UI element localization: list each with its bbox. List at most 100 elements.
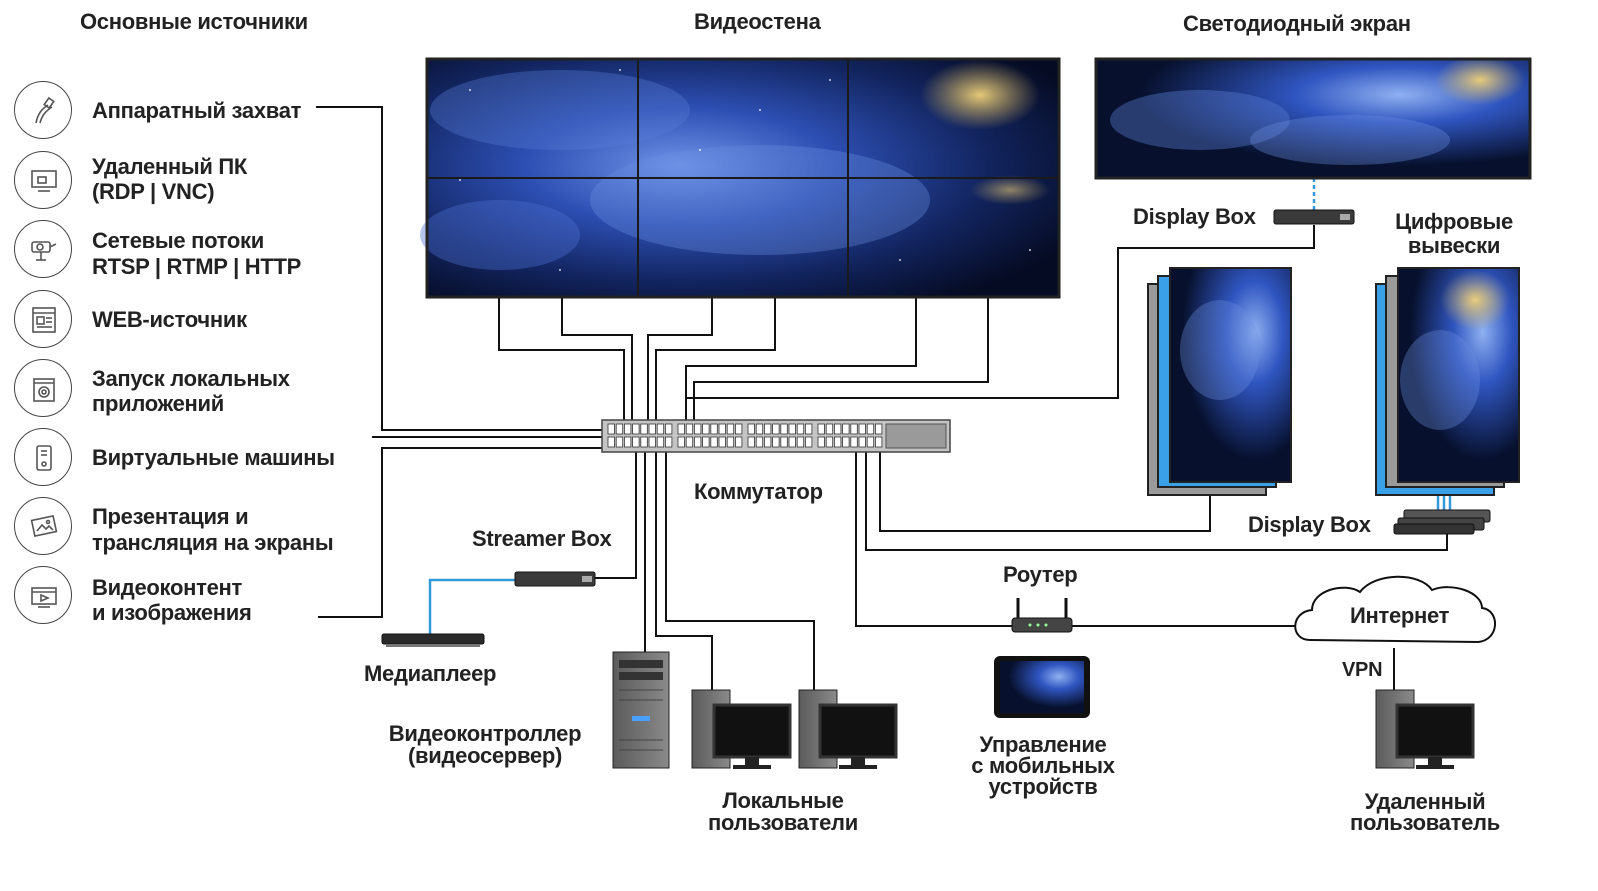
switch-port xyxy=(780,436,788,448)
led-screen xyxy=(1094,55,1532,180)
mobile-control-label-1: Управление xyxy=(979,732,1107,757)
remote-user-label-2: пользователь xyxy=(1350,810,1500,835)
camera-icon xyxy=(14,220,72,278)
switch-port xyxy=(850,436,858,448)
switch-port xyxy=(677,423,685,435)
switch-port xyxy=(615,423,624,435)
switch-port xyxy=(640,436,648,448)
switch-port xyxy=(632,423,640,435)
heading-sources: Основные источники xyxy=(80,9,308,34)
blue-links xyxy=(428,178,1452,636)
switch-port xyxy=(764,436,772,448)
video-controller-label-2: (видеосервер) xyxy=(408,743,562,768)
switch-port xyxy=(842,423,850,435)
switch-port xyxy=(648,423,656,435)
source-label-1: Аппаратный захват xyxy=(92,98,302,123)
switch-port xyxy=(858,436,866,448)
source-label-3b: RTSP | RTMP | HTTP xyxy=(92,254,302,279)
switch-port xyxy=(677,436,685,448)
wires xyxy=(316,106,1448,690)
switch-port xyxy=(694,436,702,448)
switch-port xyxy=(866,436,875,448)
switch-port xyxy=(780,423,788,435)
video-image-icon xyxy=(14,566,72,624)
video-wall xyxy=(420,57,1061,299)
switch-port xyxy=(842,436,850,448)
switch-port xyxy=(817,423,825,435)
switch-port xyxy=(850,423,858,435)
switch-port xyxy=(624,436,632,448)
switch-port xyxy=(772,436,780,448)
switch-port xyxy=(834,423,842,435)
display-box-top-device xyxy=(1273,209,1355,225)
cable-icon xyxy=(14,81,72,139)
switch-port xyxy=(685,436,694,448)
mobile-control-label-3: устройств xyxy=(988,774,1098,799)
switch-port xyxy=(694,423,702,435)
source-label-8a: Видеоконтент xyxy=(92,575,242,600)
switch-port xyxy=(764,423,772,435)
internet-label: Интернет xyxy=(1350,603,1450,628)
switch-port xyxy=(702,436,710,448)
source-label-8b: и изображения xyxy=(92,600,252,625)
switch-port xyxy=(825,436,834,448)
vm-icon xyxy=(14,428,72,486)
streamer-box-device xyxy=(514,571,596,587)
local-users-label-1: Локальные xyxy=(722,788,844,813)
switch-port xyxy=(607,436,615,448)
switch-port xyxy=(718,423,726,435)
switch-port xyxy=(875,436,883,448)
switch-port xyxy=(772,423,780,435)
remote-user-pc xyxy=(1375,689,1475,769)
app-gear-icon xyxy=(14,359,72,417)
source-label-7b: трансляция на экраны xyxy=(92,530,334,555)
video-controller-server xyxy=(612,651,670,769)
switch-port xyxy=(825,423,834,435)
switch-port xyxy=(718,436,726,448)
network-switch xyxy=(601,419,951,453)
switch-port xyxy=(607,423,615,435)
switch-port xyxy=(656,436,665,448)
switch-port xyxy=(632,436,640,448)
switch-port xyxy=(796,436,805,448)
source-label-5b: приложений xyxy=(92,391,224,416)
digital-signage-label-2: вывески xyxy=(1407,233,1501,258)
switch-port xyxy=(788,436,796,448)
remote-user-label-1: Удаленный xyxy=(1364,789,1486,814)
router-device xyxy=(1011,598,1073,633)
local-users-label-2: пользователи xyxy=(708,810,858,835)
switch-port xyxy=(665,436,673,448)
display-box-bottom-device xyxy=(1393,509,1491,535)
switch-port xyxy=(665,423,673,435)
switch-port xyxy=(640,423,648,435)
switch-port xyxy=(726,423,735,435)
vpn-label: VPN xyxy=(1342,659,1383,681)
switch-port xyxy=(656,423,665,435)
switch-port xyxy=(805,436,813,448)
switch-port xyxy=(755,436,764,448)
switch-port xyxy=(866,423,875,435)
internet-cloud xyxy=(1294,575,1496,644)
display-box-top-label: Display Box xyxy=(1133,204,1256,229)
switch-port xyxy=(834,436,842,448)
switch-port xyxy=(875,423,883,435)
source-label-2a: Удаленный ПК xyxy=(92,154,248,179)
switch-port xyxy=(858,423,866,435)
video-controller-label-1: Видеоконтроллер xyxy=(388,721,582,746)
switch-port xyxy=(796,423,805,435)
web-icon xyxy=(14,290,72,348)
switch-port xyxy=(747,436,755,448)
heading-led-screen: Светодиодный экран xyxy=(1183,11,1411,36)
heading-videowall: Видеостена xyxy=(694,9,821,34)
switch-port xyxy=(624,423,632,435)
local-user-pc-2 xyxy=(798,689,898,769)
switch-port xyxy=(615,436,624,448)
digital-signage-label-1: Цифровые xyxy=(1395,209,1513,234)
signage-right xyxy=(1375,267,1520,496)
switch-label: Коммутатор xyxy=(694,479,823,504)
local-user-pc-1 xyxy=(691,689,792,769)
media-player-device xyxy=(381,633,485,647)
switch-port xyxy=(788,423,796,435)
switch-port xyxy=(710,423,718,435)
